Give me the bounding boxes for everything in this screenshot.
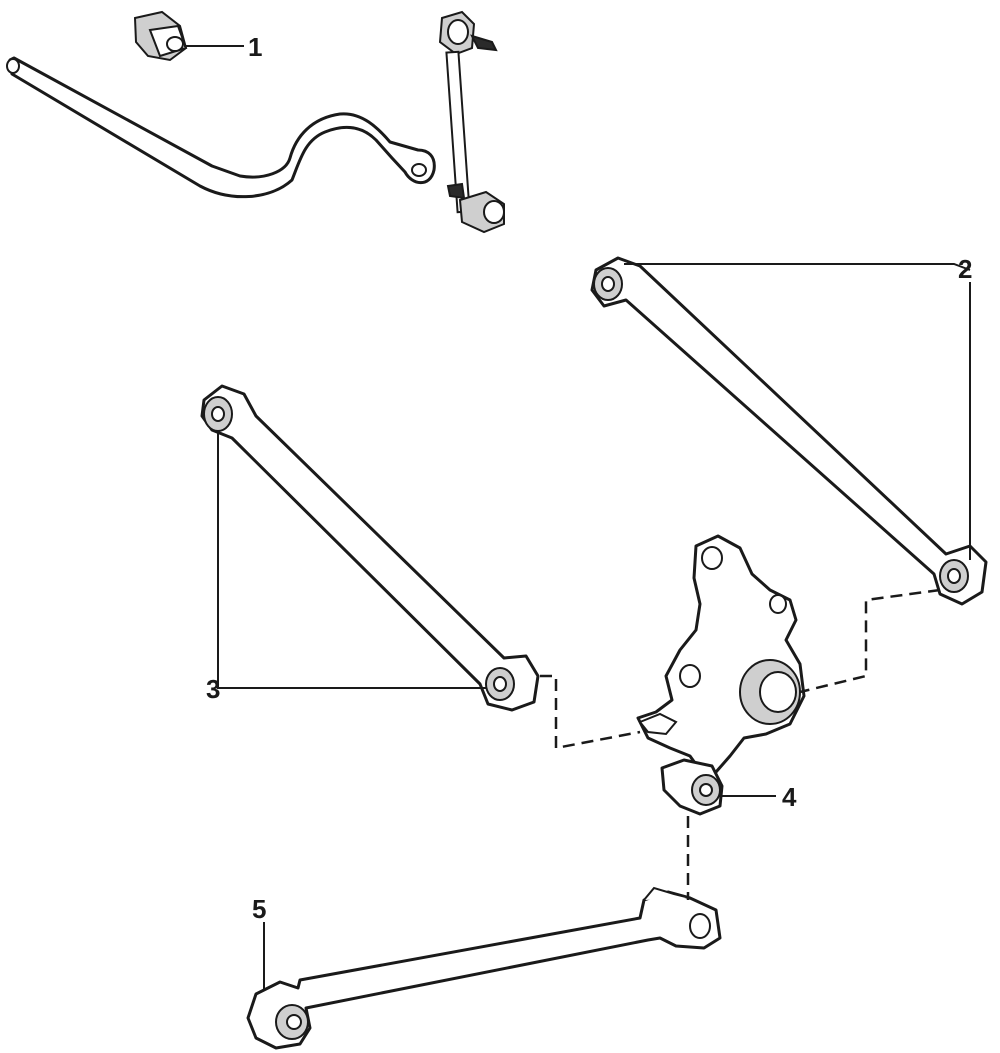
callout-1: 1: [248, 32, 262, 62]
stabilizer-bar: [6, 56, 436, 199]
callout-5: 5: [252, 894, 266, 924]
callout-4: 4: [782, 782, 797, 812]
stabilizer-link: [438, 10, 505, 234]
stabilizer-bushing: [133, 10, 188, 62]
leader-lines: [184, 45, 971, 990]
trailing-arm: [246, 886, 722, 1050]
upper-control-arm: [590, 256, 988, 606]
assembly-guides: [540, 588, 941, 900]
rear-knuckle: [636, 534, 806, 816]
callout-3: 3: [206, 674, 220, 704]
lower-control-arm: [200, 384, 540, 712]
callout-2: 2: [958, 254, 972, 284]
